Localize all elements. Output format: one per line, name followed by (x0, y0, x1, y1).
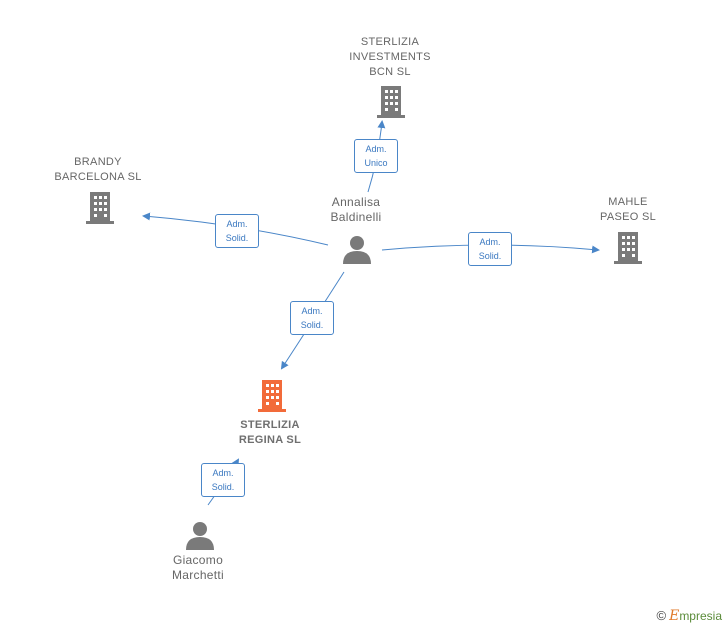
edge-label-line: Adm. (479, 237, 501, 247)
building-icon[interactable] (612, 230, 644, 264)
edge-label-line: Solid. (478, 251, 502, 261)
edge-label-line: Solid. (300, 320, 324, 330)
edge-label-line: Solid. (225, 233, 249, 243)
edge-label-line: Adm. (365, 144, 387, 154)
edge-label-line: Adm. (226, 219, 248, 229)
company-label-sterlizia-investments[interactable]: STERLIZIA INVESTMENTS BCN SL (330, 35, 450, 80)
edge-label-line: Solid. (211, 482, 235, 492)
company-name-line: BCN SL (369, 66, 411, 78)
edge-label-adm-solid: Adm. Solid. (290, 301, 334, 335)
company-label-brandy[interactable]: BRANDY BARCELONA SL (38, 155, 158, 185)
company-name-line: MAHLE (608, 196, 648, 208)
person-name-line: Marchetti (171, 568, 225, 582)
copyright-icon: © (656, 608, 667, 623)
person-name-line: Baldinelli (330, 210, 382, 224)
company-name-line: BRANDY (74, 156, 122, 168)
person-icon[interactable] (185, 520, 215, 550)
company-name-line: BARCELONA SL (54, 171, 142, 183)
person-label-annalisa[interactable]: Annalisa Baldinelli (296, 195, 416, 225)
company-label-mahle[interactable]: MAHLE PASEO SL (568, 195, 688, 225)
edge-label-adm-unico: Adm. Unico (354, 139, 398, 173)
edge-label-line: Unico (364, 158, 388, 168)
person-label-giacomo[interactable]: Giacomo Marchetti (138, 553, 258, 583)
company-name-line: REGINA SL (238, 434, 302, 446)
edge-label-adm-solid: Adm. Solid. (201, 463, 245, 497)
brand-initial: E (669, 608, 680, 624)
person-icon[interactable] (342, 234, 372, 264)
building-icon[interactable] (256, 378, 288, 412)
building-icon[interactable] (375, 84, 407, 118)
edge-label-adm-solid: Adm. Solid. (215, 214, 259, 248)
person-name-line: Giacomo (172, 553, 224, 567)
brand-name: mpresia (679, 609, 722, 623)
company-name-line: STERLIZIA (240, 419, 300, 431)
company-label-sterlizia-regina[interactable]: STERLIZIA REGINA SL (210, 418, 330, 448)
company-name-line: PASEO SL (600, 211, 656, 223)
person-name-line: Annalisa (331, 195, 381, 209)
empresia-watermark: ©Empresia (656, 608, 722, 624)
edge-label-line: Adm. (212, 468, 234, 478)
building-icon[interactable] (84, 190, 116, 224)
edge-label-line: Adm. (301, 306, 323, 316)
company-name-line: STERLIZIA (360, 36, 420, 48)
company-name-line: INVESTMENTS (349, 51, 431, 63)
edge-label-adm-solid: Adm. Solid. (468, 232, 512, 266)
